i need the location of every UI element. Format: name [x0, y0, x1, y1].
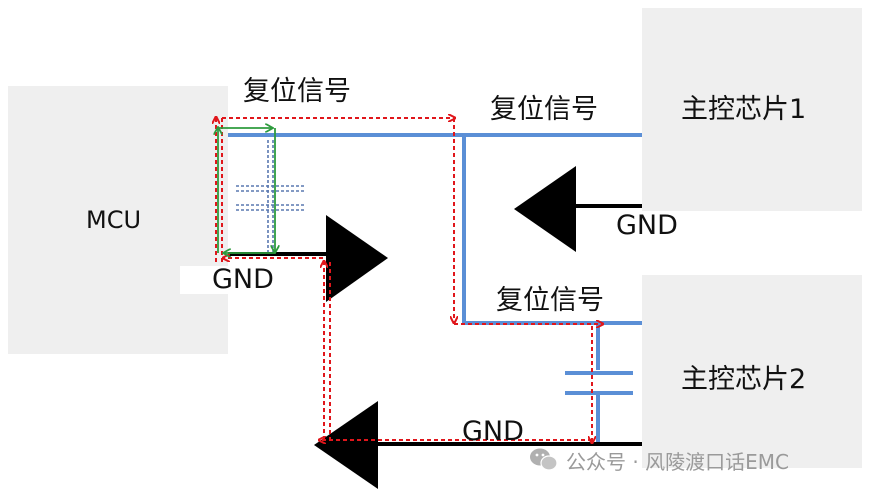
mcu-gnd-pin	[180, 266, 228, 294]
mcu-block	[8, 86, 228, 354]
ground-wires	[228, 204, 642, 446]
gnd-label-bottom: GND	[462, 416, 524, 447]
watermark-text: 公众号 · 风陵渡口话EMC	[566, 449, 789, 474]
chip2-label: 主控芯片2	[681, 364, 807, 395]
gnd-label-chip1: GND	[616, 210, 678, 241]
mcu-local-current-loop	[218, 128, 275, 253]
reset-current-return-path	[216, 118, 602, 442]
gnd-label-mcu: GND	[212, 264, 274, 295]
mcu-filter-capacitor	[236, 140, 306, 252]
mcu-label: MCU	[86, 206, 142, 234]
chip1-label: 主控芯片1	[681, 94, 807, 125]
reset-signal-label-top: 复位信号	[243, 76, 351, 107]
chip2-block	[642, 275, 862, 468]
chip2-filter-capacitor	[565, 371, 633, 395]
chip1-ground-symbol	[514, 166, 576, 252]
mcu-ground-symbol	[326, 215, 388, 302]
wechat-icon	[530, 448, 558, 471]
reset-signal-label-chip1: 复位信号	[490, 94, 598, 125]
bottom-ground-symbol	[314, 401, 378, 489]
watermark: 公众号 · 风陵渡口话EMC	[530, 445, 789, 475]
chip1-block	[642, 8, 862, 211]
reset-signal-label-chip2: 复位信号	[496, 285, 604, 316]
